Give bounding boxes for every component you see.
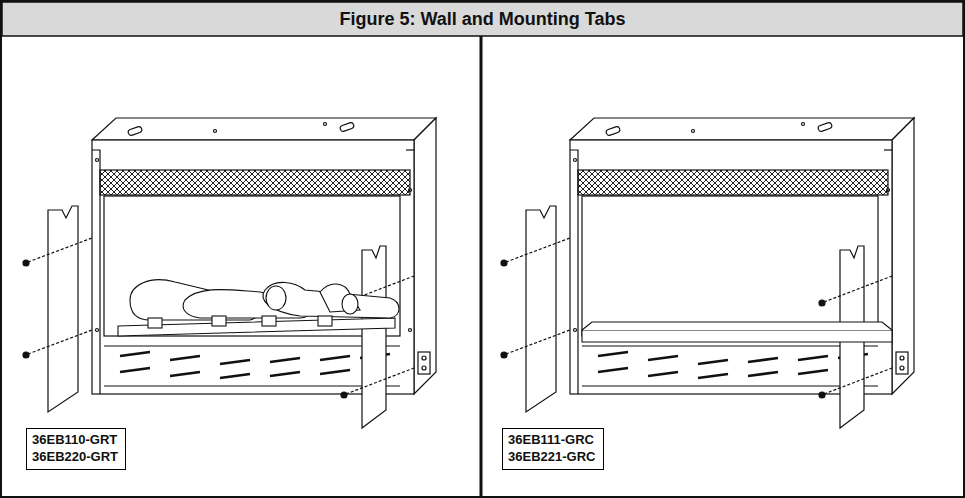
model-number: 36EB220-GRT	[32, 448, 120, 465]
model-number: 36EB111-GRC	[508, 431, 598, 448]
model-number: 36EB221-GRC	[508, 448, 598, 465]
model-number-box: 36EB111-GRC36EB221-GRC	[502, 428, 604, 470]
figure-title: Figure 5: Wall and Mounting Tabs	[340, 9, 626, 30]
title-band: Figure 5: Wall and Mounting Tabs	[2, 2, 963, 36]
model-number: 36EB110-GRT	[32, 431, 120, 448]
model-number-box: 36EB110-GRT36EB220-GRT	[26, 428, 126, 470]
